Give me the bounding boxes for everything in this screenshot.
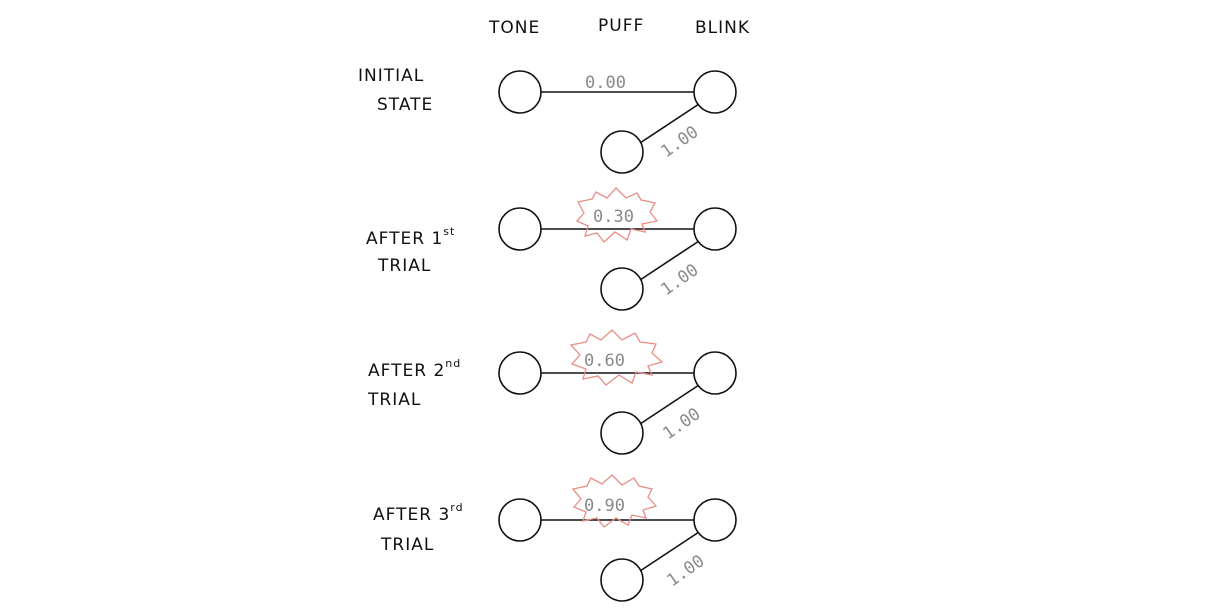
puff-node [600, 130, 644, 174]
puff-weight-label: 1.00 [659, 404, 704, 444]
row-label-line1: AFTER 3rd [373, 501, 464, 525]
tone-node [498, 70, 542, 114]
puff-blink-edge [639, 384, 700, 425]
highlight-burst [575, 187, 659, 243]
tone-weight-label: 0.60 [584, 351, 625, 371]
blink-node [693, 498, 737, 542]
row-label-line2: TRIAL [367, 390, 421, 410]
header-puff: PUFF [598, 16, 644, 36]
row-after-2nd-trial: AFTER 2nd TRIAL 0.60 1.00 [367, 329, 737, 455]
row-after-3rd-trial: AFTER 3rd TRIAL 0.90 1.00 [373, 474, 737, 602]
puff-blink-edge [639, 240, 700, 281]
highlight-burst [571, 474, 658, 528]
puff-blink-edge [639, 103, 700, 144]
header-tone: TONE [488, 18, 540, 38]
puff-node [600, 411, 644, 455]
row-after-1st-trial: AFTER 1st TRIAL 0.30 1.00 [366, 187, 737, 311]
blink-node [693, 351, 737, 395]
puff-weight-label: 1.00 [657, 122, 702, 162]
row-label-line2: STATE [377, 95, 433, 115]
blink-node [693, 70, 737, 114]
blink-node [693, 207, 737, 251]
tone-node [498, 351, 542, 395]
puff-weight-label: 1.00 [657, 260, 702, 300]
row-label-line1: INITIAL [358, 66, 424, 86]
highlight-burst [569, 329, 664, 386]
tone-node [498, 207, 542, 251]
puff-weight-label: 1.00 [663, 551, 708, 591]
puff-node [600, 267, 644, 311]
row-label-line2: TRIAL [380, 535, 434, 555]
tone-weight-label: 0.00 [585, 73, 626, 93]
row-label-line2: TRIAL [377, 256, 431, 276]
puff-node [600, 558, 644, 602]
tone-node [498, 498, 542, 542]
tone-weight-label: 0.30 [593, 207, 634, 227]
row-label-line1: AFTER 2nd [368, 357, 461, 381]
tone-weight-label: 0.90 [584, 496, 625, 516]
row-label-line1: AFTER 1st [366, 225, 455, 249]
row-initial-state: INITIAL STATE 0.00 1.00 [358, 66, 737, 174]
header-blink: BLINK [695, 18, 750, 38]
puff-blink-edge [639, 531, 700, 572]
